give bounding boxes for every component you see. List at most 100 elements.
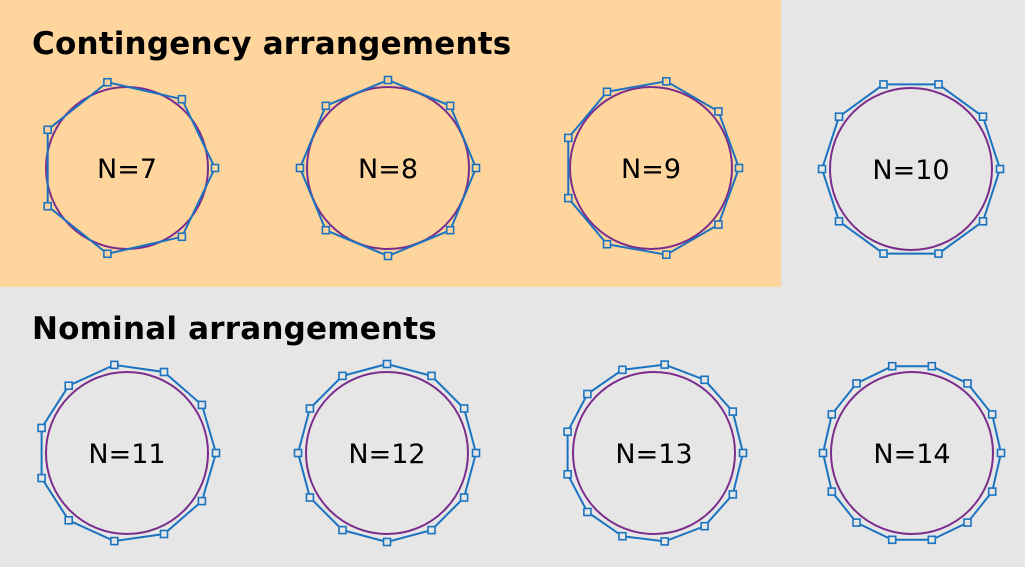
vertex-marker bbox=[563, 427, 572, 437]
vertex-marker bbox=[700, 521, 709, 531]
vertex-marker bbox=[427, 371, 436, 381]
vertex-marker bbox=[852, 379, 861, 388]
arrangement-n8: N=8 bbox=[295, 75, 481, 261]
vertex-marker bbox=[738, 448, 748, 458]
vertex-marker bbox=[177, 232, 187, 242]
reference-circle bbox=[830, 371, 994, 535]
vertex-marker bbox=[471, 448, 481, 458]
arrangement-n11: N=11 bbox=[37, 360, 221, 546]
vertex-marker bbox=[834, 112, 844, 121]
vertex-marker bbox=[338, 371, 347, 381]
vertex-marker bbox=[197, 496, 207, 506]
vertex-marker bbox=[996, 448, 1006, 458]
polygon-outline bbox=[566, 363, 745, 543]
vertex-marker bbox=[618, 365, 627, 375]
vertex-marker bbox=[43, 125, 53, 135]
vertex-marker bbox=[887, 535, 897, 545]
vertex-marker bbox=[927, 535, 937, 545]
vertex-marker bbox=[37, 423, 46, 433]
contingency-panel bbox=[0, 0, 781, 287]
contingency-heading: Contingency arrangements bbox=[32, 26, 512, 62]
vertex-marker bbox=[295, 163, 305, 173]
vertex-marker bbox=[64, 515, 73, 525]
vertex-marker bbox=[103, 249, 112, 259]
polygon-outline bbox=[46, 81, 217, 255]
arrangement-label: N=10 bbox=[872, 155, 949, 186]
vertex-marker bbox=[382, 537, 392, 547]
vertex-marker bbox=[963, 518, 972, 527]
vertex-marker bbox=[927, 361, 937, 371]
vertex-marker bbox=[383, 251, 393, 261]
arrangement-label: N=8 bbox=[358, 154, 418, 185]
vertex-marker bbox=[321, 101, 331, 111]
reference-circle bbox=[572, 371, 736, 535]
vertex-marker bbox=[827, 410, 837, 419]
vertex-marker bbox=[211, 448, 221, 458]
vertex-marker bbox=[210, 163, 220, 173]
vertex-marker bbox=[305, 404, 315, 413]
arrangement-label: N=7 bbox=[97, 154, 157, 185]
vertex-marker bbox=[37, 473, 46, 483]
reference-circle bbox=[45, 371, 209, 535]
vertex-marker bbox=[852, 518, 861, 527]
vertex-marker bbox=[563, 193, 573, 203]
vertex-marker bbox=[995, 164, 1005, 174]
vertex-marker bbox=[177, 94, 187, 104]
vertex-marker bbox=[714, 220, 723, 229]
vertex-marker bbox=[293, 448, 303, 458]
vertex-marker bbox=[817, 164, 827, 174]
vertex-marker bbox=[110, 360, 119, 370]
vertex-marker bbox=[602, 87, 612, 97]
vertex-marker bbox=[583, 389, 592, 399]
reference-circle bbox=[569, 86, 733, 250]
vertex-marker bbox=[459, 404, 469, 413]
arrangement-label: N=11 bbox=[88, 439, 165, 470]
arrangement-n9: N=9 bbox=[563, 77, 744, 259]
reference-circle bbox=[306, 86, 470, 250]
arrangement-label: N=12 bbox=[348, 439, 425, 470]
vertex-marker bbox=[879, 80, 888, 89]
arrangement-n10: N=10 bbox=[817, 80, 1005, 258]
arrangement-label: N=13 bbox=[615, 439, 692, 470]
vertex-marker bbox=[818, 448, 828, 458]
vertex-marker bbox=[197, 400, 207, 410]
vertex-marker bbox=[305, 493, 315, 502]
arrangement-n14: N=14 bbox=[818, 361, 1006, 545]
vertex-marker bbox=[602, 239, 612, 249]
vertex-marker bbox=[728, 490, 738, 499]
vertex-marker bbox=[43, 201, 53, 211]
vertex-marker bbox=[834, 217, 844, 226]
vertex-marker bbox=[382, 359, 392, 369]
arrangement-n13: N=13 bbox=[563, 360, 748, 546]
vertex-marker bbox=[934, 80, 943, 89]
reference-circle bbox=[305, 371, 469, 535]
vertex-marker bbox=[987, 410, 997, 419]
arrangement-n12: N=12 bbox=[293, 359, 481, 547]
vertex-marker bbox=[445, 101, 455, 111]
vertex-marker bbox=[728, 407, 738, 416]
vertex-marker bbox=[64, 381, 73, 391]
reference-circle bbox=[829, 87, 993, 251]
vertex-marker bbox=[427, 525, 436, 535]
vertex-marker bbox=[583, 507, 592, 517]
arrangement-label: N=9 bbox=[621, 154, 681, 185]
vertex-marker bbox=[660, 360, 670, 369]
vertex-marker bbox=[714, 107, 723, 116]
vertex-marker bbox=[159, 367, 169, 377]
vertex-marker bbox=[445, 225, 455, 235]
vertex-marker bbox=[978, 217, 988, 226]
vertex-marker bbox=[934, 249, 943, 258]
arrangement-n7: N=7 bbox=[43, 77, 220, 259]
vertex-marker bbox=[660, 537, 670, 546]
vertex-marker bbox=[338, 525, 347, 535]
vertex-marker bbox=[459, 493, 469, 502]
vertex-marker bbox=[471, 163, 481, 173]
vertex-marker bbox=[700, 375, 709, 385]
vertex-marker bbox=[887, 361, 897, 371]
nominal-heading: Nominal arrangements bbox=[32, 311, 437, 347]
vertex-marker bbox=[827, 487, 837, 496]
vertex-marker bbox=[661, 250, 671, 259]
polygon-outline bbox=[567, 80, 741, 256]
arrangement-label: N=14 bbox=[873, 439, 950, 470]
